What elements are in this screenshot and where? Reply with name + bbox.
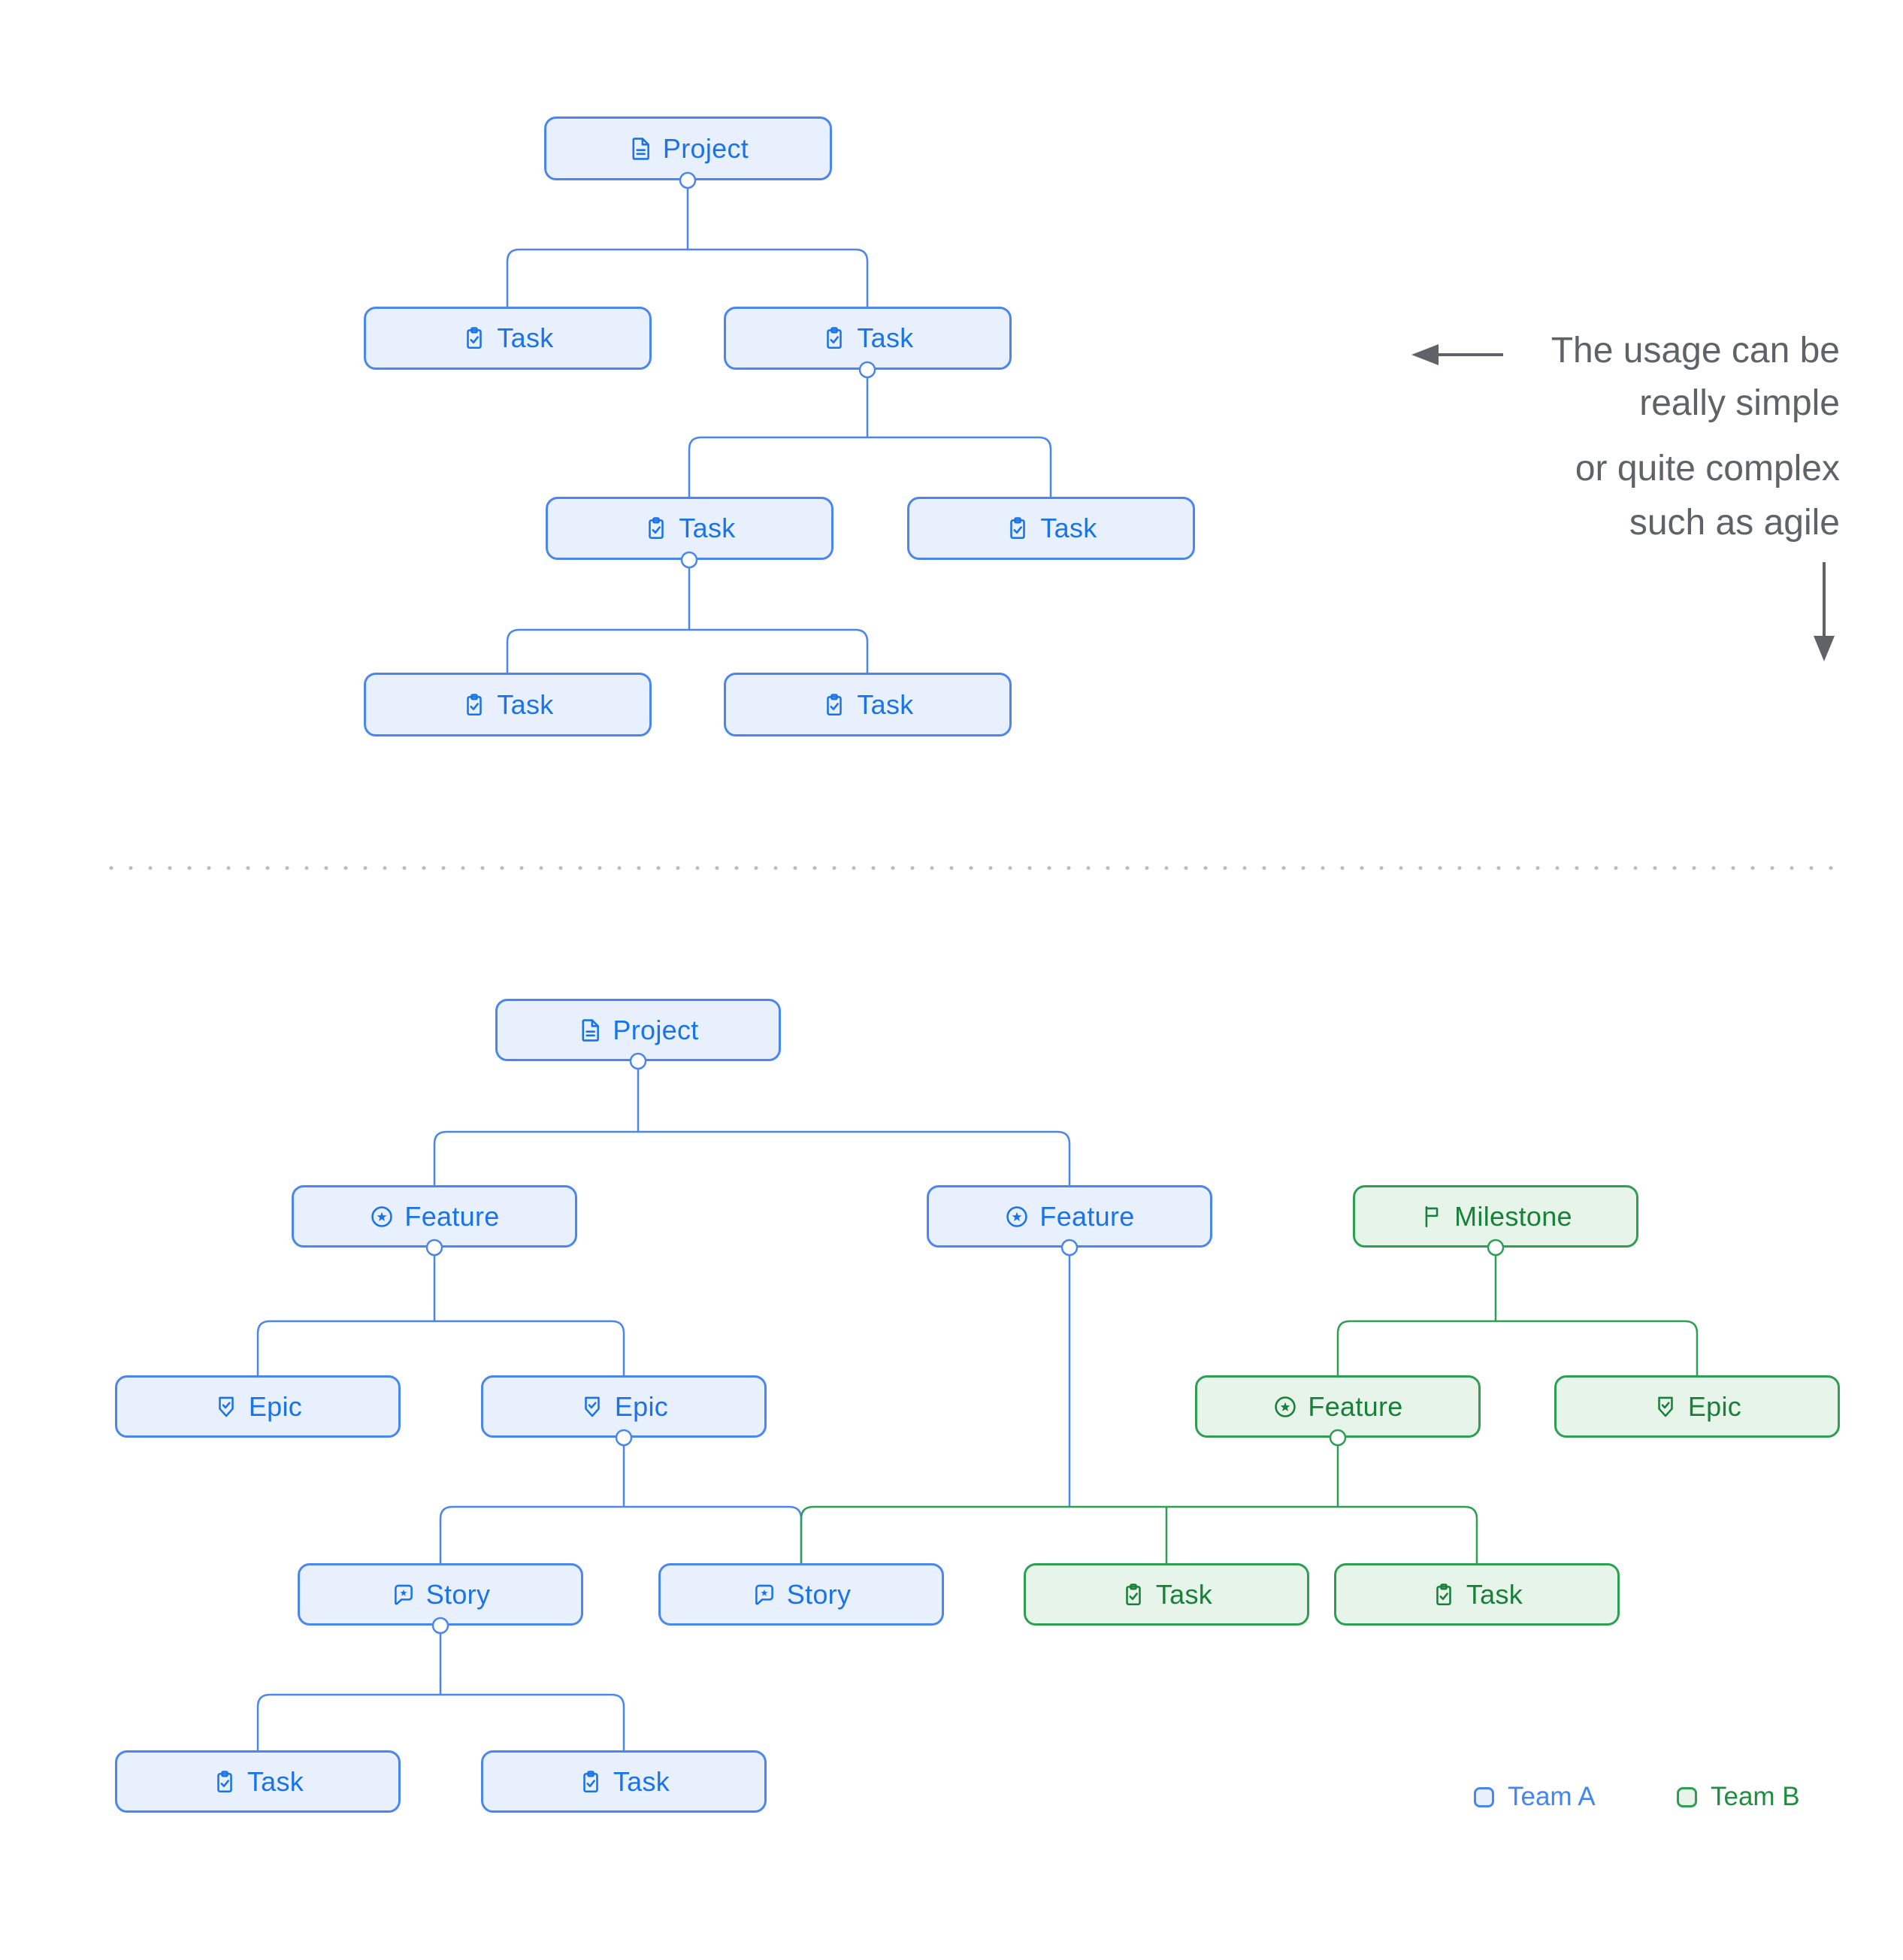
node-milestone-b: Milestone	[1353, 1185, 1638, 1248]
node-epic-a2: Epic	[481, 1375, 767, 1438]
legend-team-a: Team A	[1474, 1782, 1596, 1812]
node-story-2: Story	[658, 1563, 944, 1626]
node-simple-task-4: Task	[907, 497, 1195, 560]
node-label: Project	[613, 1014, 699, 1045]
node-label: Epic	[248, 1390, 303, 1422]
annotation-simple: The usage can be really simple	[1551, 325, 1840, 430]
node-feature-a2: Feature	[927, 1185, 1212, 1248]
clipboard-check-icon	[1121, 1582, 1146, 1608]
flag-icon	[1419, 1204, 1445, 1230]
star-circle-icon	[369, 1204, 395, 1230]
annotation-line: such as agile	[1629, 503, 1840, 543]
shield-check-icon	[213, 1394, 239, 1420]
clipboard-check-icon	[212, 1769, 237, 1795]
node-task-b1: Task	[1024, 1563, 1309, 1626]
node-complex-project: Project	[495, 999, 781, 1061]
node-simple-task-5: Task	[364, 673, 652, 737]
node-simple-task-2: Task	[724, 307, 1012, 370]
team-b-swatch	[1677, 1786, 1697, 1807]
legend-label: Team B	[1711, 1782, 1800, 1811]
node-label: Task	[1040, 513, 1097, 543]
message-star-icon	[391, 1582, 416, 1608]
node-label: Milestone	[1454, 1200, 1572, 1232]
node-label: Feature	[1308, 1390, 1403, 1422]
team-a-swatch	[1474, 1786, 1494, 1807]
star-circle-icon	[1272, 1394, 1298, 1420]
node-simple-task-6: Task	[724, 673, 1012, 737]
node-label: Epic	[614, 1390, 669, 1422]
shield-check-icon	[1653, 1394, 1678, 1420]
shield-check-icon	[579, 1394, 605, 1420]
node-label: Story	[425, 1578, 491, 1610]
legend-team-b: Team B	[1677, 1782, 1800, 1812]
clipboard-check-icon	[1005, 516, 1030, 541]
node-epic-a1: Epic	[115, 1375, 401, 1438]
node-label: Feature	[1039, 1200, 1135, 1232]
node-task-a1: Task	[115, 1750, 401, 1813]
star-circle-icon	[1004, 1204, 1030, 1230]
node-label: Task	[613, 1765, 670, 1797]
node-epic-b: Epic	[1554, 1375, 1840, 1438]
node-label: Task	[247, 1765, 304, 1797]
document-icon	[577, 1018, 603, 1043]
node-label: Task	[857, 322, 914, 353]
node-label: Task	[1466, 1578, 1523, 1610]
node-simple-task-3: Task	[546, 497, 834, 560]
clipboard-check-icon	[643, 516, 669, 541]
node-simple-task-1: Task	[364, 307, 652, 370]
clipboard-check-icon	[821, 325, 847, 351]
node-label: Task	[497, 688, 554, 720]
node-label: Task	[1155, 1578, 1213, 1610]
node-label: Epic	[1687, 1390, 1742, 1422]
node-feature-b: Feature	[1195, 1375, 1481, 1438]
clipboard-check-icon	[578, 1769, 604, 1795]
clipboard-check-icon	[821, 692, 847, 718]
node-label: Project	[662, 132, 749, 164]
node-label: Story	[786, 1578, 852, 1610]
annotation-complex: or quite complex such as agile	[1575, 442, 1840, 550]
node-story-1: Story	[298, 1563, 583, 1626]
clipboard-check-icon	[461, 692, 487, 718]
node-label: Feature	[404, 1200, 500, 1232]
down-arrow-icon	[1814, 562, 1835, 661]
node-feature-a1: Feature	[292, 1185, 577, 1248]
annotation-line: or quite complex	[1575, 449, 1840, 488]
message-star-icon	[752, 1582, 777, 1608]
node-simple-project: Project	[544, 116, 832, 180]
annotation-line: really simple	[1639, 383, 1840, 423]
document-icon	[628, 136, 653, 162]
clipboard-check-icon	[1431, 1582, 1457, 1608]
node-label: Task	[679, 513, 736, 543]
node-task-b2: Task	[1334, 1563, 1620, 1626]
node-label: Task	[857, 688, 914, 720]
left-arrow-icon	[1411, 344, 1503, 365]
legend-label: Team A	[1508, 1782, 1596, 1811]
annotation-line: The usage can be	[1551, 331, 1840, 371]
node-label: Task	[497, 322, 554, 353]
node-task-a2: Task	[481, 1750, 767, 1813]
clipboard-check-icon	[461, 325, 487, 351]
connectors-simple-tree	[506, 188, 1052, 673]
